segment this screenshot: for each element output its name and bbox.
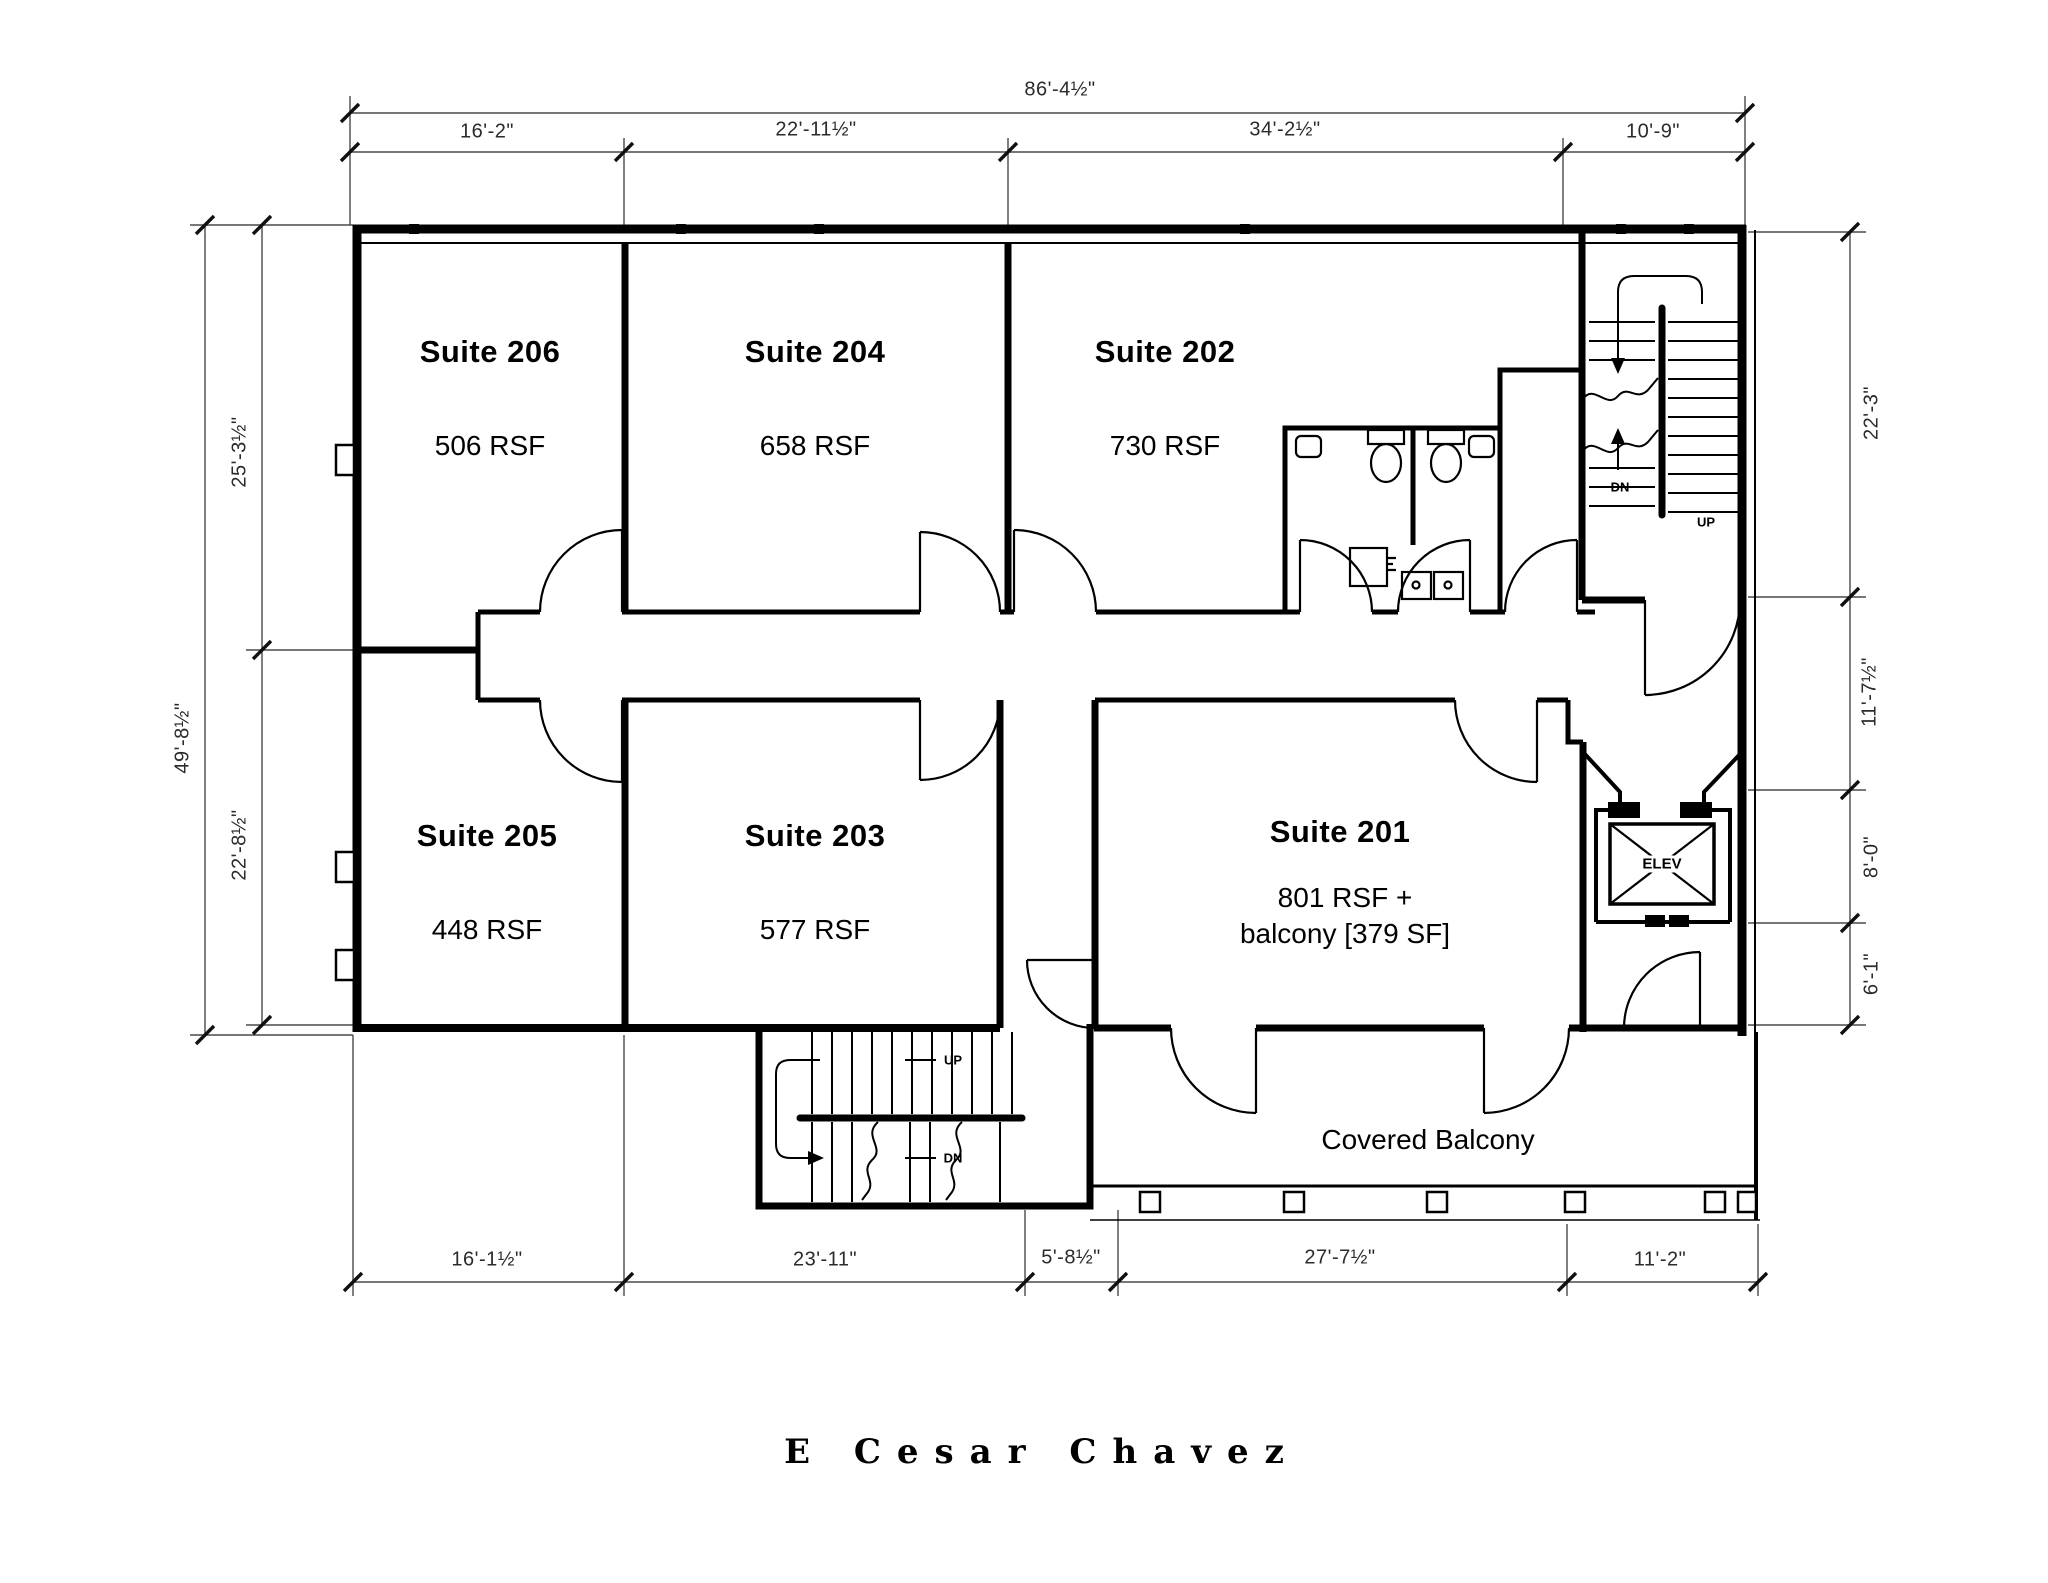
bathroom-fixtures [1294,428,1496,601]
toilet-tank [1426,428,1466,446]
dim-bottom-2: 23'-11" [792,1248,858,1271]
door-suite-205 [538,699,624,784]
dim-right-1: 22'-3" [1860,386,1883,440]
outer-walls [352,224,1756,1036]
dim-left-2: 22'-8½" [228,809,251,881]
dimension-ticks [194,102,1861,1293]
break-line [1581,377,1659,402]
suite-205-area: 448 RSF [431,914,543,945]
stairs-upper [1581,275,1738,519]
elevator-label: ELEV [1639,855,1685,873]
suite-201-area2: balcony [379 SF] [1239,918,1451,949]
suite-202-area: 730 RSF [1109,430,1221,461]
door-suite-201 [1453,699,1539,784]
door-suite-203 [918,699,1002,782]
stair-upper-dn-label: DN [1610,479,1630,495]
dimension-lines [190,96,1866,1296]
path-arrow [1617,275,1703,362]
stair-upper-up-label: UP [1696,514,1716,530]
suite-206-area: 506 RSF [434,430,546,461]
suite-202-name: Suite 202 [1094,334,1236,369]
elevator-lobby [1581,750,1744,924]
dim-bottom-5: 11'-2" [1633,1248,1687,1271]
door-elevator-room [1622,950,1702,1029]
stairs-upper-arrowheads [1611,358,1625,444]
dim-bottom-4: 27'-7½" [1304,1246,1376,1269]
dim-top-overall: 86'-4½" [1024,78,1096,101]
dim-bottom-1: 16'-1½" [451,1248,523,1271]
suite-203-name: Suite 203 [744,818,886,853]
dim-right-3: 8'-0" [1860,835,1883,879]
suite-205-name: Suite 205 [416,818,558,853]
door-passage [1025,958,1096,1030]
dim-top-3: 34'-2½" [1249,118,1321,141]
door-suite-204 [918,530,1002,613]
break-line [945,1121,963,1201]
covered-balcony-label: Covered Balcony [1321,1124,1535,1155]
stairs-lower [755,1024,1094,1210]
balcony [1090,1032,1760,1221]
door-suite-206 [538,528,624,613]
stairs-lower-arrowheads [808,1151,824,1165]
door-bathroom-right [1396,538,1472,613]
dim-left-1: 25'-3½" [228,416,251,488]
door-stair-access [1503,538,1579,613]
toilet-bowl [1429,442,1463,484]
dim-top-4: 10'-9" [1626,120,1680,143]
suite-206-name: Suite 206 [419,334,561,369]
suite-203-area: 577 RSF [759,914,871,945]
suite-201-area: 801 RSF + [1277,882,1413,913]
suite-204-name: Suite 204 [744,334,886,369]
bathroom-walls [1282,425,1595,615]
toilet-bowl [1369,442,1403,484]
left-wall-notches [334,443,356,982]
sink [1432,570,1465,601]
door-balcony-left [1169,1027,1258,1115]
break-line [861,1121,879,1201]
dispenser [1294,434,1323,459]
window-mullions [409,224,1694,234]
interior-walls [353,225,1746,1032]
suite-204-area: 658 RSF [759,430,871,461]
dim-right-2: 11'-7½" [1858,657,1881,727]
stair-lower-up-label: UP [943,1052,963,1068]
door-bathroom-left [1298,538,1374,613]
dispenser [1467,434,1496,459]
elevator-cab [1608,822,1716,906]
dim-left-overall: 49'-8½" [171,702,194,774]
dim-top-2: 22'-11½" [775,118,857,141]
door-suite-202 [1012,528,1098,613]
elevator-jambs [1608,802,1712,927]
doors [538,528,1742,1115]
balcony-posts [1138,1190,1758,1214]
toilet-tank [1366,428,1406,446]
suite-201-name: Suite 201 [1269,814,1411,849]
dim-right-4: 6'-1" [1860,952,1883,996]
street-name: E Cesar Chavez [784,1432,1300,1472]
stair-lower-dn-label: DN [943,1150,963,1166]
path-arrow [775,1059,820,1159]
door-stair-lobby [1643,599,1742,697]
label-leaders [905,1059,936,1159]
dim-bottom-3: 5'-8½" [1041,1246,1101,1269]
dim-top-1: 16'-2" [460,120,514,143]
door-balcony-right [1482,1027,1571,1115]
